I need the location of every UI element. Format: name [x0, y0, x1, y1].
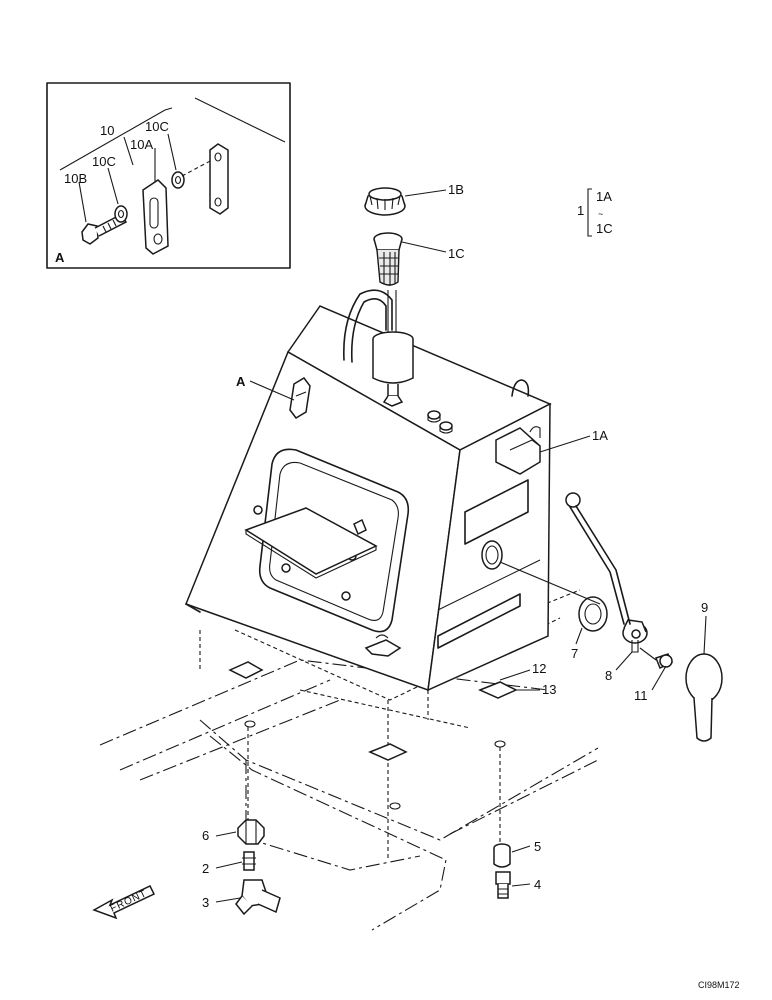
label-5: 5: [534, 839, 541, 854]
label-9: 9: [701, 600, 708, 615]
legend-first: 1A: [596, 189, 612, 204]
washer-10c-lower: [114, 205, 128, 223]
bolt-11: [639, 647, 674, 670]
label-13: 13: [542, 682, 556, 697]
label-4: 4: [534, 877, 541, 892]
gasket-7: [578, 596, 608, 632]
label-1a: 1A: [592, 428, 608, 443]
label-1b: 1B: [448, 182, 464, 197]
front-direction-arrow: FRONT: [92, 885, 156, 920]
knob-9: [685, 653, 723, 742]
elbow-3: [235, 879, 281, 916]
label-2: 2: [202, 861, 209, 876]
link-plate: [209, 143, 229, 215]
leader-lines: [215, 189, 707, 903]
valve-8: [622, 619, 648, 653]
washer-10c-upper: [171, 171, 185, 189]
label-10c-upper: 10C: [145, 119, 169, 134]
group-legend: 1 1A ~ 1C: [577, 188, 613, 237]
hydraulic-tank-1a: [185, 289, 552, 720]
label-a-main: A: [236, 374, 246, 389]
bolt-4: [495, 871, 511, 899]
label-7: 7: [571, 646, 578, 661]
label-8: 8: [605, 668, 612, 683]
label-6: 6: [202, 828, 209, 843]
nipple-2: [242, 851, 256, 871]
drawing-code: CI98M172: [698, 980, 740, 990]
legend-last: 1C: [596, 221, 613, 236]
label-1c: 1C: [448, 246, 465, 261]
filler-cap-1b: [364, 187, 406, 216]
label-12: 12: [532, 661, 546, 676]
label-10c-lower: 10C: [92, 154, 116, 169]
label-10: 10: [100, 123, 114, 138]
mounting-frame: [99, 589, 599, 931]
label-10b: 10B: [64, 171, 87, 186]
label-11: 11: [634, 688, 648, 703]
inset-view-label: A: [55, 250, 65, 265]
legend-range: ~: [598, 209, 603, 219]
label-3: 3: [202, 895, 209, 910]
lever-9: [565, 492, 631, 625]
fitting-6: [237, 819, 265, 845]
front-arrow-text: FRONT: [109, 888, 149, 915]
strainer-1c: [373, 232, 403, 286]
plate-10a: [142, 179, 169, 255]
filter-element: [372, 331, 414, 407]
callout-labels: 1B 1C A 1A 7 8 9 11 12 13 6 2 3 4 5: [202, 182, 708, 910]
detail-inset-a: 10 10C 10A 10C 10B A: [46, 82, 291, 269]
spacer-5: [493, 843, 511, 868]
label-10a: 10A: [130, 137, 153, 152]
legend-parent: 1: [577, 203, 584, 218]
